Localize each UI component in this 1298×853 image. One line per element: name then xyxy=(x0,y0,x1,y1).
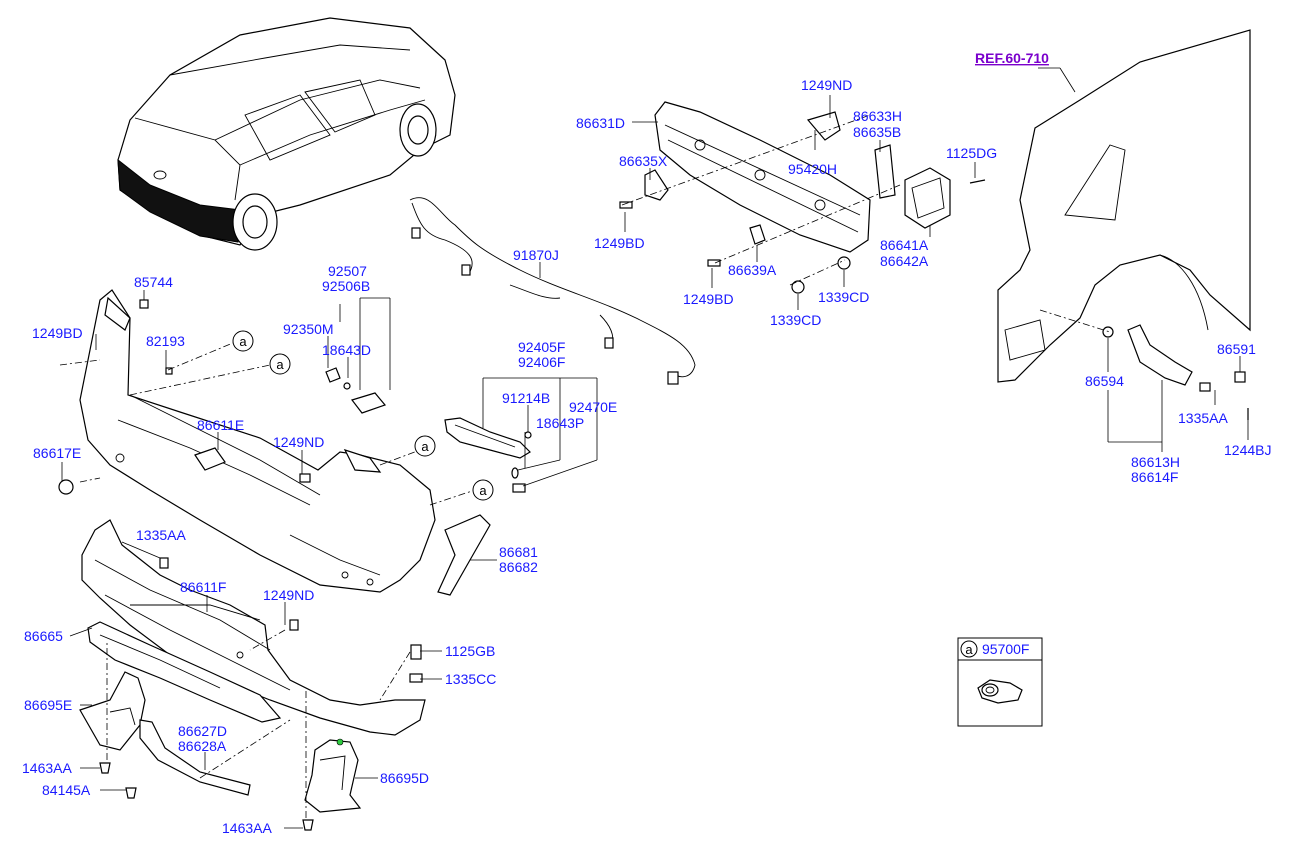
part-label[interactable]: 86591 xyxy=(1217,341,1256,357)
callout-a-3-label: a xyxy=(421,439,429,454)
reflector-assembly xyxy=(444,417,532,493)
parking-sensor-icon xyxy=(977,679,1023,704)
rear-bumper-cover xyxy=(58,289,476,593)
part-label[interactable]: 95420H xyxy=(788,161,837,177)
part-label[interactable]: 86695E xyxy=(24,697,72,713)
part-label[interactable]: 86633H xyxy=(853,108,902,124)
part-label[interactable]: 92350M xyxy=(283,321,334,337)
part-label[interactable]: 86627D xyxy=(178,723,227,739)
part-label[interactable]: 1244BJ xyxy=(1224,442,1271,458)
part-label[interactable]: 1335CC xyxy=(445,671,496,687)
part-label[interactable]: 1463AA xyxy=(22,760,72,776)
callout-a-2-label: a xyxy=(276,357,284,372)
part-label[interactable]: 92405F xyxy=(518,339,565,355)
part-label[interactable]: 1125DG xyxy=(946,145,997,161)
part-label[interactable]: 91870J xyxy=(513,247,559,263)
part-label[interactable]: 86611E xyxy=(197,417,244,433)
legend-marker: a xyxy=(965,642,973,657)
part-label[interactable]: 1335AA xyxy=(136,527,186,543)
rear-beam-assembly xyxy=(619,101,986,294)
part-label[interactable]: 92406F xyxy=(518,354,565,370)
wiring-harness xyxy=(409,197,696,385)
part-label[interactable]: 1249BD xyxy=(594,235,645,251)
part-label[interactable]: 1249ND xyxy=(273,434,324,450)
callout-a-3[interactable]: a xyxy=(414,435,436,457)
legend-box: a 95700F xyxy=(957,637,1043,727)
part-label[interactable]: 1125GB xyxy=(445,643,495,659)
part-label[interactable]: 86682 xyxy=(499,559,538,575)
diffuser xyxy=(87,621,282,723)
part-label[interactable]: 86613H xyxy=(1131,454,1180,470)
part-label[interactable]: 1339CD xyxy=(818,289,869,305)
part-label[interactable]: 86614F xyxy=(1131,469,1178,485)
part-label[interactable]: 86695D xyxy=(380,770,429,786)
part-label[interactable]: 92470E xyxy=(569,399,617,415)
part-label[interactable]: 1463AA xyxy=(222,820,272,836)
license-lamp-parts xyxy=(325,367,387,414)
callout-a-4[interactable]: a xyxy=(472,479,494,501)
part-label[interactable]: 86641A xyxy=(880,237,929,253)
callout-a-1-label: a xyxy=(239,334,247,349)
under-cover-left xyxy=(79,671,146,751)
leader-lines xyxy=(61,67,1249,829)
part-label[interactable]: 92506B xyxy=(322,278,370,294)
part-label[interactable]: 85744 xyxy=(134,274,173,290)
part-label[interactable]: 86628A xyxy=(178,738,227,754)
lower-garnish xyxy=(139,719,251,796)
fasteners-bottom xyxy=(99,629,423,831)
vehicle-illustration xyxy=(117,17,456,251)
part-label[interactable]: 82193 xyxy=(146,333,185,349)
part-label[interactable]: 86642A xyxy=(880,253,929,269)
part-label[interactable]: 84145A xyxy=(42,782,91,798)
part-label[interactable]: 86635X xyxy=(619,153,668,169)
part-label[interactable]: 91214B xyxy=(502,390,550,406)
part-label[interactable]: 1339CD xyxy=(770,312,821,328)
callout-a-2[interactable]: a xyxy=(269,353,291,375)
part-label[interactable]: 1249ND xyxy=(801,77,852,93)
reference-label[interactable]: REF.60-710 xyxy=(975,50,1049,66)
part-label[interactable]: 18643D xyxy=(322,342,371,358)
part-labels: 86631D 1249ND 86633H 86635B 95420H 1125D… xyxy=(22,77,1271,836)
part-label[interactable]: 92507 xyxy=(328,263,367,279)
part-label[interactable]: 86617E xyxy=(33,445,81,461)
side-moulding xyxy=(437,514,491,596)
under-cover-right xyxy=(304,738,362,813)
part-label[interactable]: 86631D xyxy=(576,115,625,131)
part-label[interactable]: 86665 xyxy=(24,628,63,644)
callout-a-1[interactable]: a xyxy=(232,330,254,352)
callout-a-4-label: a xyxy=(479,483,487,498)
part-label[interactable]: 86611F xyxy=(180,579,226,595)
part-label[interactable]: 86594 xyxy=(1085,373,1124,389)
quarter-panel xyxy=(997,29,1251,420)
part-label[interactable]: 86635B xyxy=(853,124,901,140)
part-label[interactable]: 1335AA xyxy=(1178,410,1228,426)
part-label[interactable]: 1249BD xyxy=(683,291,734,307)
part-label[interactable]: 1249BD xyxy=(32,325,83,341)
part-label[interactable]: 1249ND xyxy=(263,587,314,603)
part-label[interactable]: 86681 xyxy=(499,544,538,560)
legend-marker-circle xyxy=(960,640,978,658)
legend-part-number[interactable]: 95700F xyxy=(982,641,1029,657)
part-label[interactable]: 18643P xyxy=(536,415,584,431)
part-label[interactable]: 86639A xyxy=(728,262,777,278)
